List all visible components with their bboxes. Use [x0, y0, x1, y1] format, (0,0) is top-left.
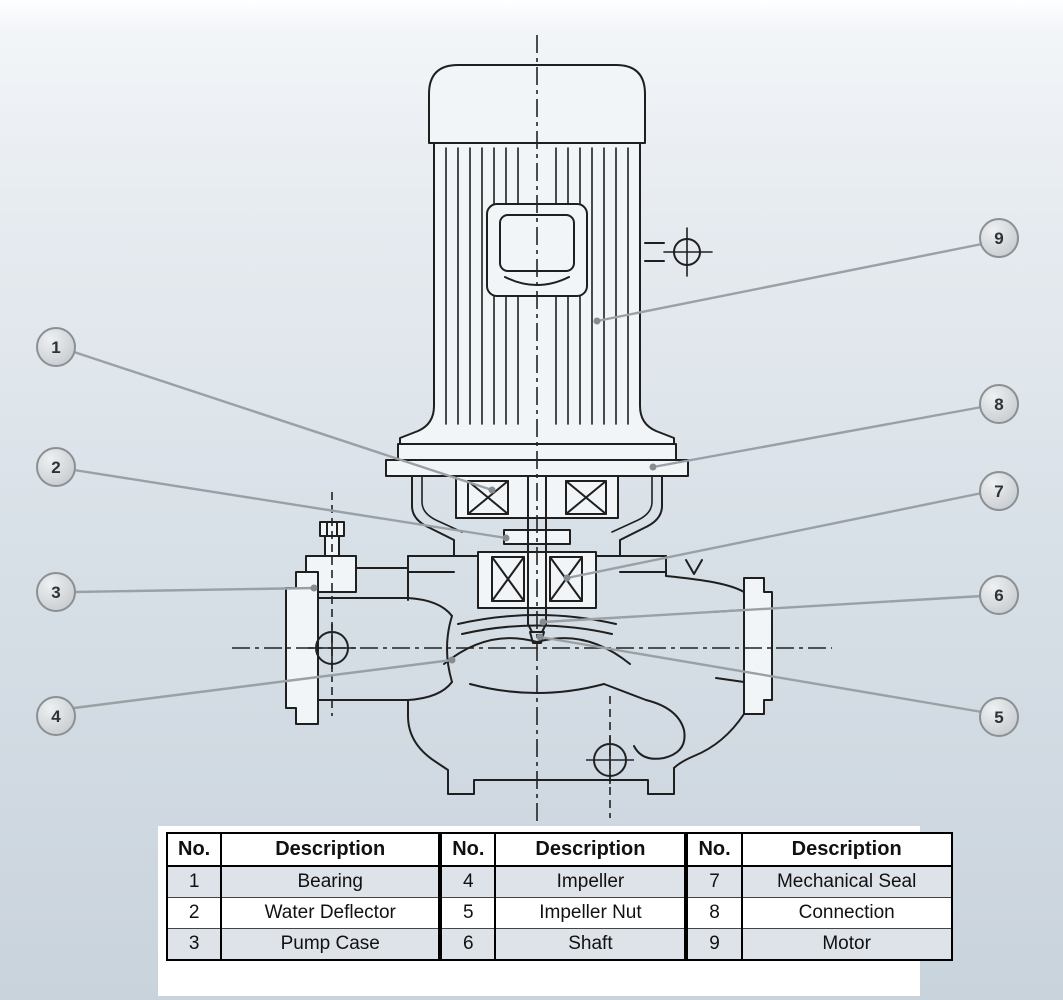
table-row: 4 Impeller [440, 865, 687, 898]
callout-3: 3 [36, 572, 76, 612]
part-description-cell: Bearing [220, 865, 441, 898]
part-no-cell: 1 [165, 865, 223, 898]
part-no-cell: 7 [686, 865, 743, 898]
table-row: 2 Water Deflector [165, 897, 441, 929]
part-description-cell: Shaft [494, 928, 687, 960]
seal-left-icon [491, 556, 525, 602]
part-description-cell: Motor [740, 928, 953, 960]
callout-2-label: 2 [51, 458, 60, 477]
callout-8-label: 8 [994, 395, 1003, 414]
bearing-left-icon [467, 480, 509, 515]
callout-9: 9 [979, 218, 1019, 258]
part-description-cell: Pump Case [220, 928, 441, 960]
callout-7: 7 [979, 471, 1019, 511]
part-no-cell: 6 [440, 928, 497, 960]
part-no-cell: 2 [165, 897, 223, 929]
callout-8: 8 [979, 384, 1019, 424]
part-no-cell: 3 [165, 928, 223, 960]
part-no-cell: 5 [440, 897, 497, 929]
callout-1: 1 [36, 327, 76, 367]
callout-9-label: 9 [994, 229, 1003, 248]
part-description-cell: Water Deflector [220, 897, 441, 929]
callout-7-label: 7 [994, 482, 1003, 501]
table-row: 6 Shaft [440, 928, 687, 960]
col-header-no: No. [440, 832, 497, 867]
callout-2: 2 [36, 447, 76, 487]
col-header-description: Description [220, 832, 441, 867]
part-no-cell: 9 [686, 928, 743, 960]
callout-5: 5 [979, 697, 1019, 737]
col-header-description: Description [740, 832, 953, 867]
callout-4-label: 4 [51, 707, 61, 726]
parts-table-3: No. Description 7 Mechanical Seal 8 Conn… [686, 832, 953, 961]
table-row: 5 Impeller Nut [440, 897, 687, 929]
table-header-row: No. Description [440, 832, 687, 867]
centerlines [232, 35, 832, 822]
callout-4: 4 [36, 696, 76, 736]
crosshair-icon [644, 227, 713, 277]
callout-1-label: 1 [51, 338, 60, 357]
leader-lines [72, 242, 984, 714]
table-row: 1 Bearing [165, 865, 441, 898]
bearing-right-icon [565, 480, 607, 515]
col-header-no: No. [686, 832, 743, 867]
parts-table-2: No. Description 4 Impeller 5 Impeller Nu… [440, 832, 687, 961]
part-description-cell: Impeller [494, 865, 687, 898]
callout-5-label: 5 [994, 708, 1003, 727]
table-header-row: No. Description [686, 832, 953, 867]
table-header-row: No. Description [165, 832, 441, 867]
part-description-cell: Impeller Nut [494, 897, 687, 929]
callout-6-label: 6 [994, 586, 1003, 605]
shaft [527, 475, 547, 625]
callout-6: 6 [979, 575, 1019, 615]
table-row: 7 Mechanical Seal [686, 865, 953, 898]
part-no-cell: 4 [440, 865, 497, 898]
col-header-description: Description [494, 832, 687, 867]
part-description-cell: Mechanical Seal [740, 865, 953, 898]
callout-3-label: 3 [51, 583, 60, 602]
motor-fins [445, 147, 629, 425]
part-description-cell: Connection [740, 897, 953, 929]
parts-tables-panel: No. Description 1 Bearing 2 Water Deflec… [158, 826, 953, 996]
table-row: 9 Motor [686, 928, 953, 960]
crosshair-icon [586, 736, 634, 784]
table-row: 3 Pump Case [165, 928, 441, 960]
motor-drawing [399, 64, 713, 445]
table-row: 8 Connection [686, 897, 953, 929]
part-no-cell: 8 [686, 897, 743, 929]
parts-table-1: No. Description 1 Bearing 2 Water Deflec… [165, 832, 441, 961]
crosshair-icon [308, 624, 356, 672]
impeller-nut [529, 631, 545, 644]
col-header-no: No. [165, 832, 223, 867]
